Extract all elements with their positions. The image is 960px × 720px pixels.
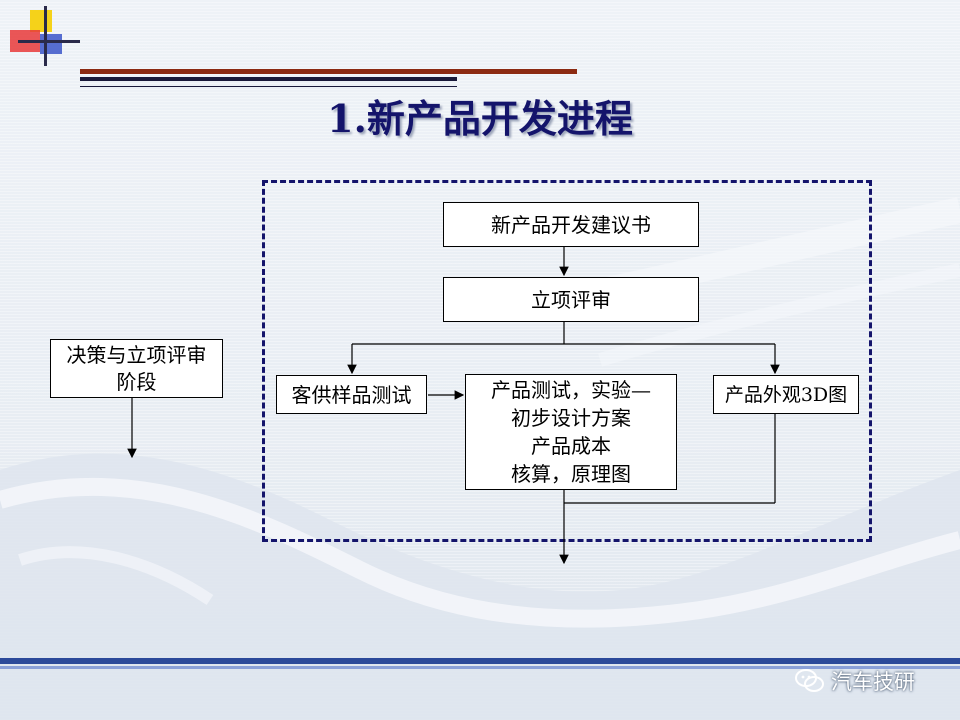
box-sample-test-label: 客供样品测试	[291, 382, 412, 407]
box-appearance: 产品外观3D图	[713, 375, 859, 414]
title-rule-thin	[80, 86, 457, 87]
box-review-label: 立项评审	[531, 287, 611, 312]
footer-bar-light	[0, 666, 960, 669]
process-dashed-frame	[262, 180, 872, 542]
box-appearance-label: 产品外观3D图	[724, 383, 848, 406]
product-test-line-1: 产品测试，实验—	[491, 378, 651, 402]
box-proposal-label: 新产品开发建议书	[491, 212, 651, 237]
box-product-test: 产品测试，实验— 初步设计方案 产品成本 核算，原理图	[465, 374, 677, 490]
title-rule-dark	[80, 77, 457, 81]
product-test-line-3: 产品成本	[531, 434, 611, 458]
page-title: 1.新产品开发进程	[327, 96, 633, 141]
box-review: 立项评审	[443, 277, 699, 322]
product-test-line-4: 核算，原理图	[511, 462, 631, 486]
footer-bar	[0, 658, 960, 664]
watermark: 汽车技研	[795, 664, 945, 698]
title-rule-red	[80, 69, 577, 74]
slide-logo-icon	[0, 0, 90, 70]
wechat-icon	[795, 669, 824, 692]
watermark-label: 汽车技研	[831, 670, 915, 694]
box-sample-test: 客供样品测试	[276, 375, 427, 414]
box-left-stage: 决策与立项评审 阶段	[50, 339, 223, 398]
box-proposal: 新产品开发建议书	[443, 202, 699, 247]
product-test-line-2: 初步设计方案	[511, 406, 631, 430]
left-stage-line-1: 决策与立项评审	[66, 342, 207, 367]
left-stage-line-2: 阶段	[116, 369, 157, 394]
